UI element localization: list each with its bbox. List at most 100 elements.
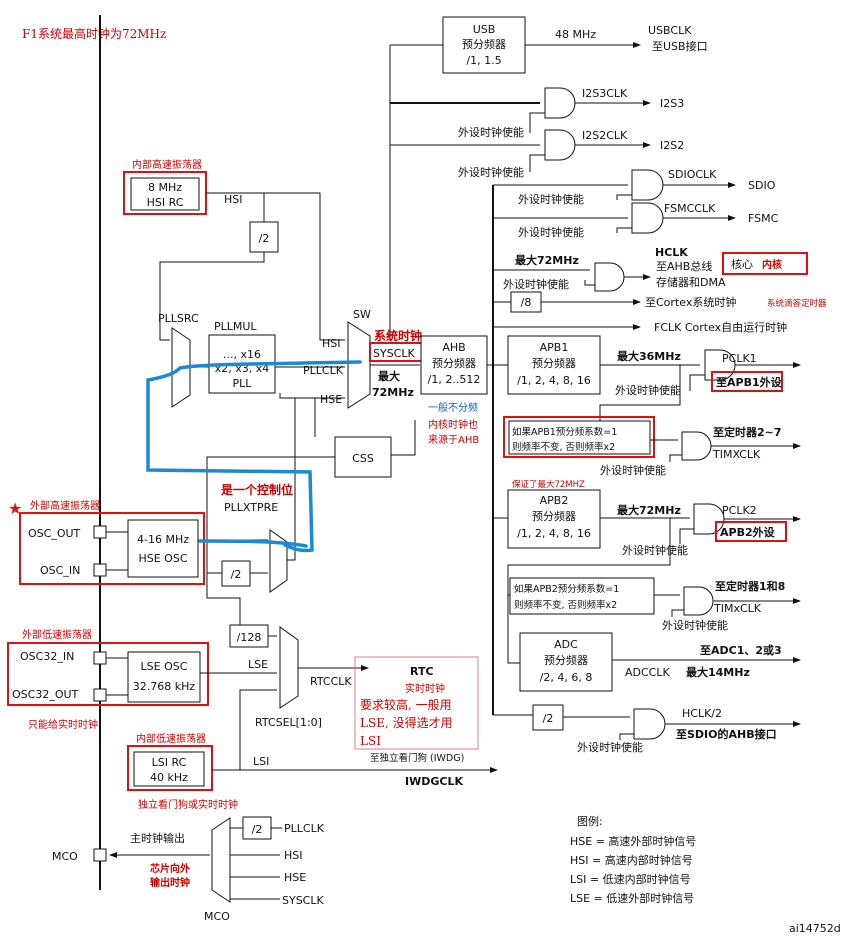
lse-freq: 32.768 kHz bbox=[133, 680, 196, 693]
apb2-tim-rule2: 则频率不变, 否则频率x2 bbox=[514, 599, 617, 611]
apb2-and-gate bbox=[693, 503, 725, 535]
lsi-freq: 40 kHz bbox=[150, 771, 188, 784]
mco-note1: 芯片向外 bbox=[150, 862, 190, 875]
cortex-note: 系统滴答定时器 bbox=[767, 298, 827, 309]
hclk-max: 最大72MHz bbox=[515, 253, 579, 267]
sw-title: SW bbox=[353, 308, 371, 321]
apb2-tim-clk: TIMxCLK bbox=[713, 602, 762, 615]
mco-title: 主时钟输出 bbox=[130, 831, 185, 845]
hse-range: 4-16 MHz bbox=[137, 533, 189, 546]
hclk-line1: 至AHB总线 bbox=[656, 259, 712, 273]
fsmc-out: FSMC bbox=[748, 212, 779, 225]
page-title: F1系统最高时钟为72MHz bbox=[22, 26, 166, 41]
rtc-note2: LSE, 没得选才用 bbox=[360, 715, 453, 730]
lsi-highlight bbox=[127, 745, 213, 791]
sysclk-max2: 72MHz bbox=[372, 386, 414, 399]
hsi-name: HSI RC bbox=[147, 196, 184, 209]
apb1-timer-gate bbox=[681, 431, 712, 461]
rtc-sel: RTCSEL[1:0] bbox=[255, 716, 322, 729]
lsi-iwdg: 至独立看门狗 (IWDG) bbox=[370, 752, 464, 764]
lsi-title: 内部低速振荡器 bbox=[136, 732, 206, 745]
lsi-note: 独立看门狗或实时时钟 bbox=[138, 798, 238, 811]
fsmc-enable: 外设时钟使能 bbox=[518, 225, 584, 239]
cortex-div: /8 bbox=[521, 296, 532, 309]
apb2-timer-rule bbox=[509, 577, 655, 615]
adc-dest: 至ADC1、2或3 bbox=[700, 643, 782, 657]
hsi-freq: 8 MHz bbox=[148, 181, 182, 194]
lse-in-pin bbox=[93, 651, 107, 665]
pen-annotation bbox=[146, 360, 362, 553]
apb1-dest: 至APB1外设 bbox=[716, 375, 783, 389]
mco-mux-label: MCO bbox=[204, 910, 230, 923]
adc-div: 预分频器 bbox=[544, 653, 588, 667]
mco-div2-label: /2 bbox=[252, 823, 263, 836]
hsi-title: 内部高速振荡器 bbox=[132, 158, 202, 171]
sdio-ahb-clk: HCLK/2 bbox=[682, 707, 722, 720]
hclk-label: HCLK bbox=[655, 246, 688, 259]
hse-osc-out-pin bbox=[93, 525, 107, 539]
lse-out: OSC32_OUT bbox=[12, 688, 79, 701]
hse-title: 外部高速振荡器 bbox=[30, 499, 100, 512]
hse-div2 bbox=[221, 560, 251, 587]
usb-name: USB bbox=[473, 23, 496, 36]
pllmul-label: PLLMUL bbox=[214, 320, 257, 333]
lse-in: OSC32_IN bbox=[20, 650, 74, 663]
lsi-name: LSI RC bbox=[152, 756, 187, 769]
hse-div2-label: /2 bbox=[231, 568, 242, 581]
adc-prescaler bbox=[519, 632, 613, 692]
hse-name: HSE OSC bbox=[138, 552, 187, 565]
apb1-prescaler bbox=[507, 335, 601, 395]
rtc-note3: LSI bbox=[360, 734, 381, 748]
apb2-enable: 外设时钟使能 bbox=[622, 543, 688, 557]
apb1-tim-rule2: 则频率不变, 否则频率x2 bbox=[512, 441, 615, 453]
lse-sig: LSE bbox=[248, 658, 268, 671]
apb2-tim-enable: 外设时钟使能 bbox=[662, 618, 728, 632]
lse-highlight bbox=[7, 642, 209, 706]
hse-osc-out: OSC_OUT bbox=[28, 527, 81, 540]
ahb-ratio: /1, 2..512 bbox=[428, 373, 481, 386]
hclk-core-note: 内核 bbox=[762, 258, 782, 271]
i2s3-out: I2S3 bbox=[660, 97, 684, 110]
lsi-sig: LSI bbox=[253, 755, 269, 768]
ahb-note2: 内核时钟也 bbox=[428, 418, 478, 431]
rtc-name: RTC bbox=[410, 665, 434, 678]
adc-name: ADC bbox=[554, 638, 578, 651]
lsi-rc bbox=[133, 751, 205, 787]
sw-pllclk: PLLCLK bbox=[303, 364, 344, 377]
usb-div: 预分频器 bbox=[462, 37, 506, 51]
lse-title: 外部低速振荡器 bbox=[22, 628, 92, 641]
hsi-sig: HSI bbox=[224, 193, 243, 206]
apb1-guarantee: 保证了最大72MHZ bbox=[512, 479, 585, 490]
hse-osc-in-pin bbox=[93, 563, 107, 577]
apb1-dest-highlight bbox=[711, 371, 783, 392]
css-label: CSS bbox=[352, 452, 374, 465]
i2s3-enable: 外设时钟使能 bbox=[458, 125, 524, 139]
apb2-dest: APB2外设 bbox=[720, 525, 776, 539]
usb-ratio: /1, 1.5 bbox=[466, 54, 501, 67]
legend-title: 图例: bbox=[577, 814, 603, 828]
sdio-ahb-gate bbox=[633, 708, 666, 740]
sdio-enable: 外设时钟使能 bbox=[518, 192, 584, 206]
lse-name: LSE OSC bbox=[141, 660, 188, 673]
pllxtpre-label: PLLXTPRE bbox=[224, 501, 278, 514]
hclk-enable: 外设时钟使能 bbox=[503, 277, 569, 291]
sw-hse: HSE bbox=[320, 393, 342, 406]
lse-osc bbox=[127, 651, 201, 703]
sdio-ahb-enable: 外设时钟使能 bbox=[577, 740, 643, 754]
ahb-div: 预分频器 bbox=[432, 356, 476, 370]
hclk-and-gate bbox=[594, 262, 625, 292]
lsi-iwdgclk: IWDGCLK bbox=[405, 775, 463, 788]
sdio-and-gate bbox=[631, 169, 664, 201]
rtc-clk: RTCCLK bbox=[310, 675, 352, 688]
sdio-ahb-div: /2 bbox=[543, 712, 554, 725]
apb1-out: PCLK1 bbox=[722, 352, 757, 365]
pll-name: PLL bbox=[233, 377, 253, 390]
usb-out: USBCLK bbox=[648, 24, 692, 37]
mco-note2: 输出时钟 bbox=[150, 876, 190, 889]
pllsrc-label: PLLSRC bbox=[158, 312, 199, 325]
ahb-prescaler bbox=[420, 335, 488, 395]
legend-l2: HSI = 高速内部时钟信号 bbox=[570, 853, 693, 867]
apb2-name: APB2 bbox=[540, 494, 569, 507]
apb2-tim-dest: 至定时器1和8 bbox=[715, 579, 785, 593]
apb2-out: PCLK2 bbox=[722, 504, 757, 517]
